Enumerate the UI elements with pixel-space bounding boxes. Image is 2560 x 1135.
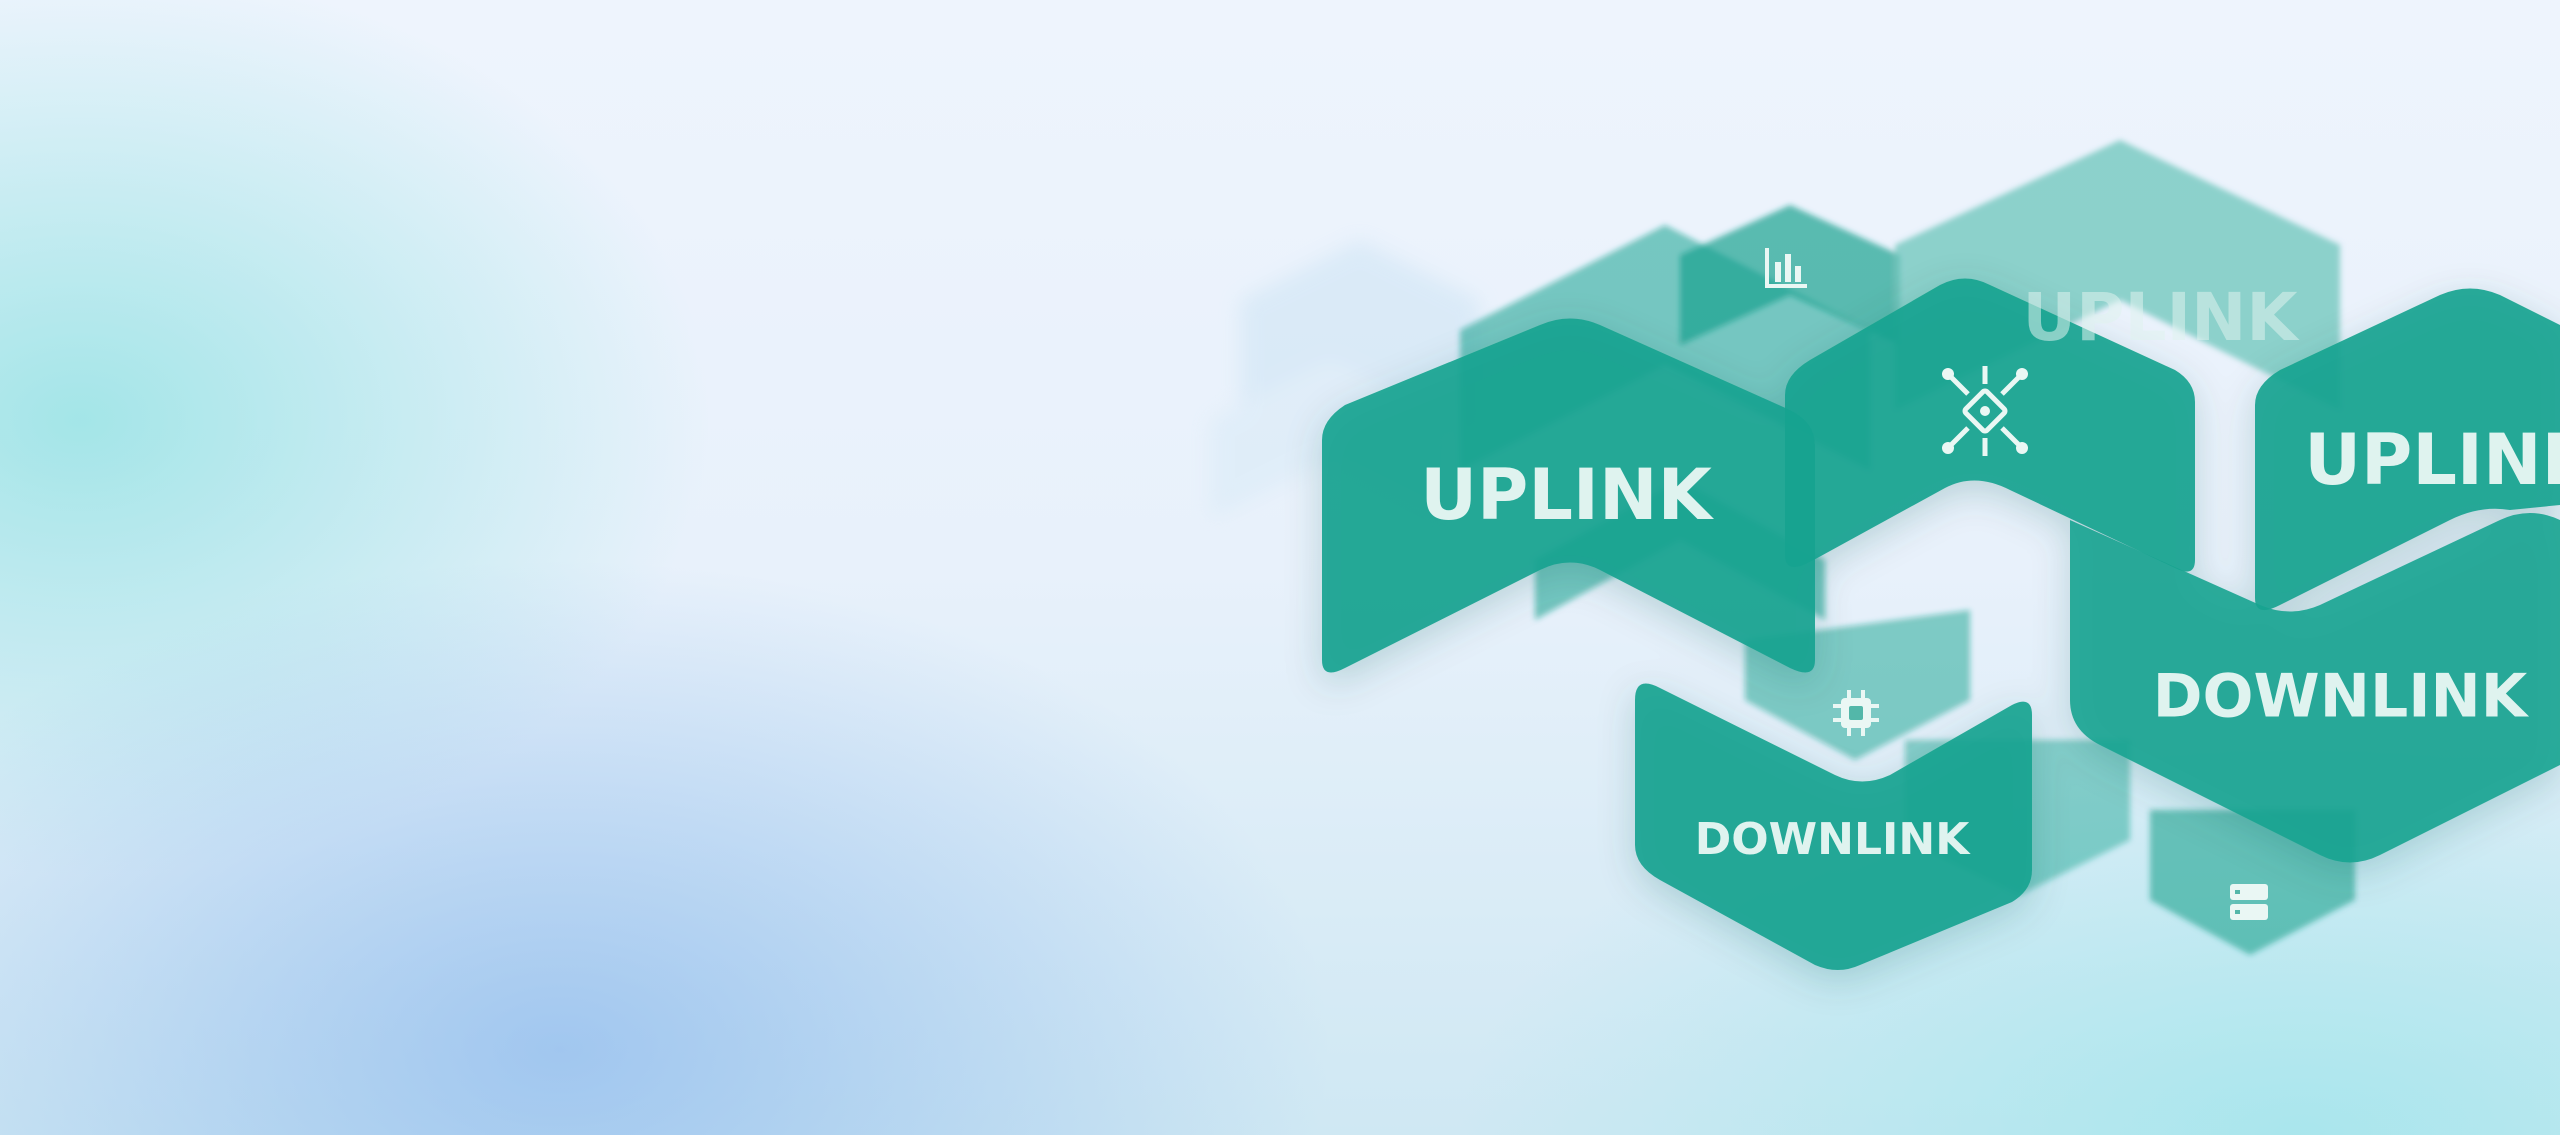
- back-uplink-label: UPLINK: [2023, 279, 2301, 356]
- circuit-board-icon: [1942, 366, 2028, 456]
- small-downlink-label: DOWNLINK: [1695, 814, 1972, 865]
- front-chevron-cluster: [1322, 278, 2560, 970]
- big-downlink-label: DOWNLINK: [2153, 662, 2530, 732]
- right-uplink-label: UPLINK: [2304, 419, 2560, 501]
- chip-icon: [1833, 690, 1879, 736]
- uplink-right-chevron: [2255, 288, 2560, 611]
- uplink-main-chevron: [1322, 318, 1815, 673]
- downlink-big-chevron: [2070, 513, 2560, 863]
- bar-chart-icon: [1765, 248, 1807, 288]
- main-uplink-label: UPLINK: [1420, 454, 1714, 536]
- downlink-small-chevron: [1635, 683, 2032, 970]
- server-icon: [2230, 884, 2268, 920]
